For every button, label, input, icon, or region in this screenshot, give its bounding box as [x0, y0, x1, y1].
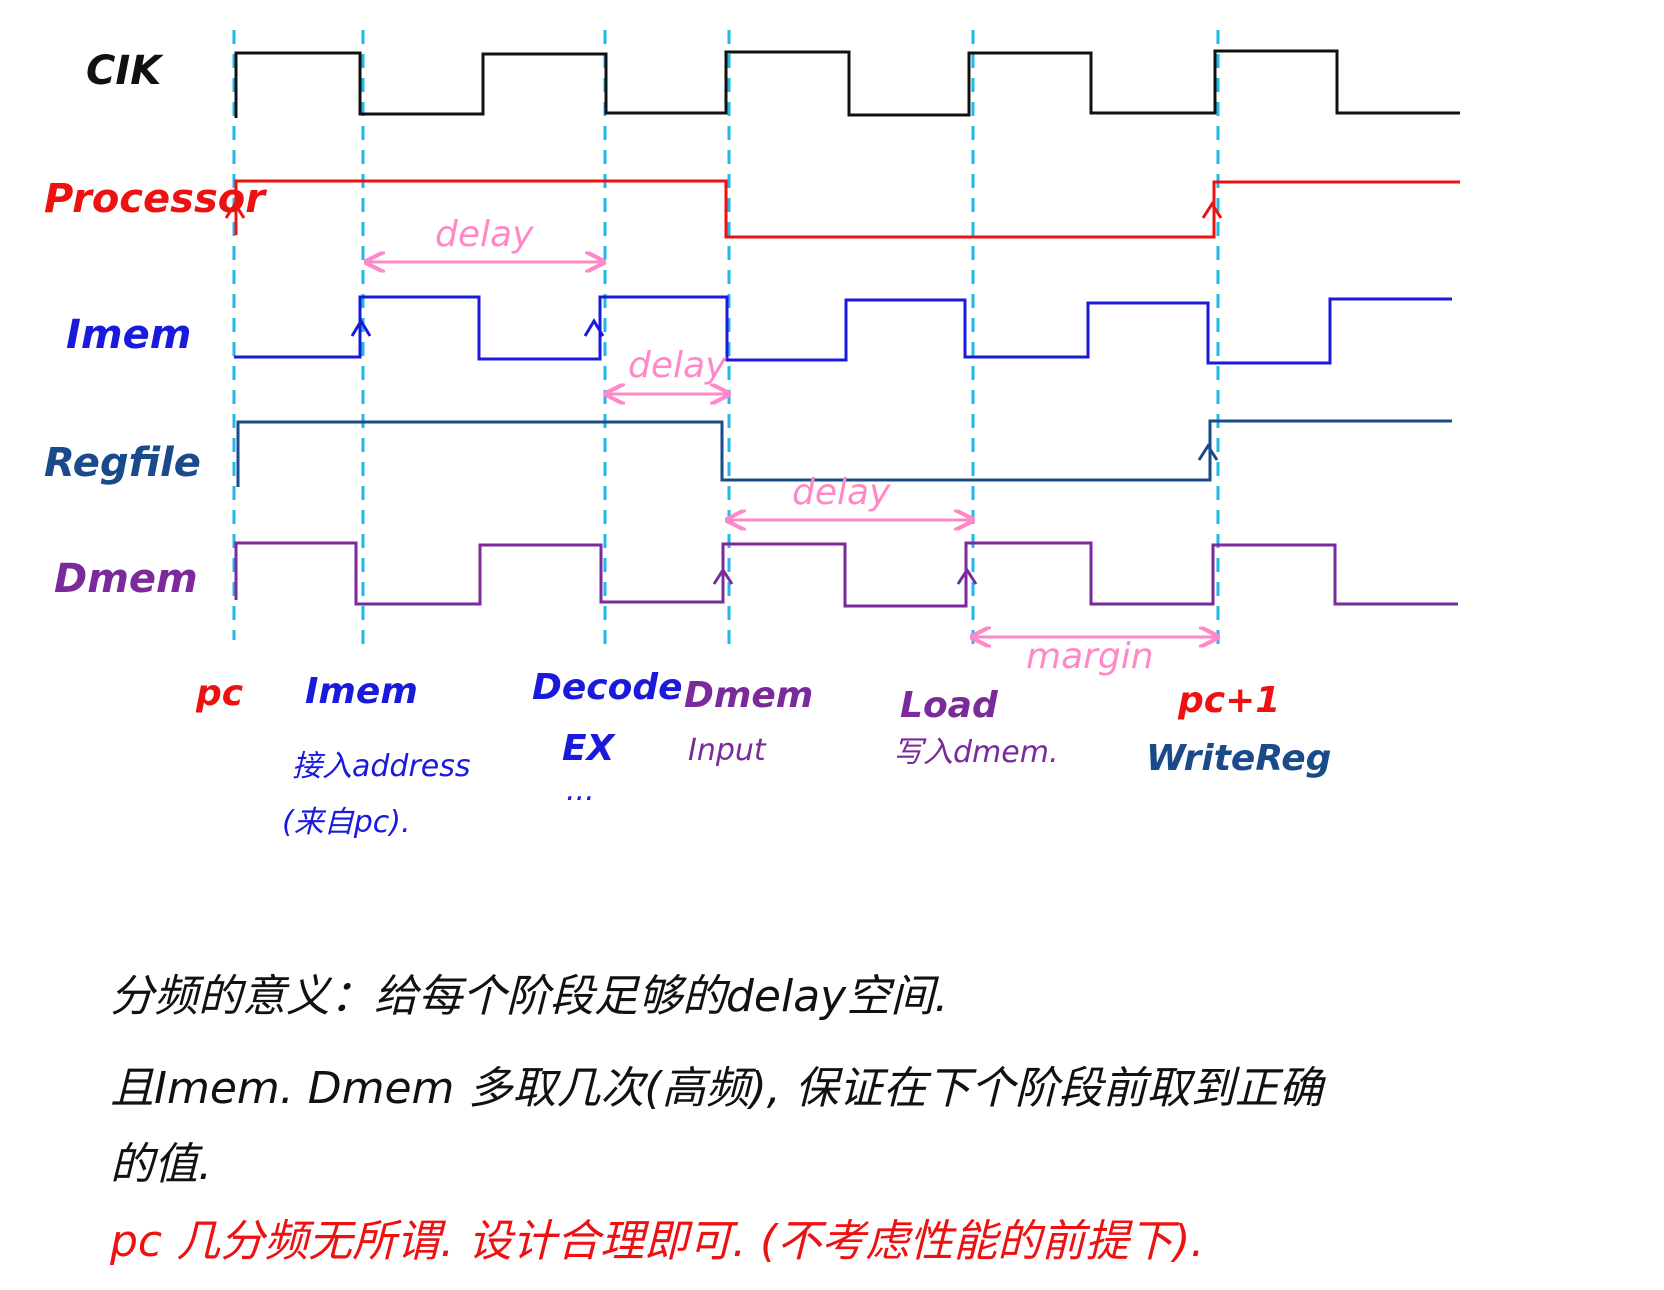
signal-label-regfile: Regfile [44, 440, 201, 486]
dmem-edge-arrow-1 [712, 567, 734, 585]
phase-decode-note-1: EX [562, 728, 617, 769]
margin-label: margin [1026, 636, 1154, 677]
delay-label-1: delay [435, 214, 534, 255]
imem-edge-arrow-1 [350, 318, 372, 337]
processor-edge-arrow-2 [1201, 201, 1223, 219]
guide-lines [232, 30, 1220, 650]
phase-imem-note-1: 接入address [292, 749, 471, 784]
dmem-waveform [234, 541, 1458, 608]
regfile-waveform [236, 419, 1452, 487]
imem-waveform [234, 295, 1452, 365]
note-line-4: pc 几分频无所谓. 设计合理即可. (不考虑性能的前提下). [110, 1216, 1205, 1267]
phase-imem-title: Imem [305, 671, 418, 712]
phase-pc-title: pc [195, 673, 243, 714]
phase-dmem-title: Dmem [684, 675, 813, 716]
phase-load-note-1: 写入dmem. [893, 735, 1058, 770]
phase-pc1-title: pc+1 [1177, 680, 1280, 721]
signal-label-imem: Imem [66, 312, 191, 358]
phase-load-title: Load [900, 685, 999, 726]
regfile-edge-arrow [1197, 443, 1219, 461]
signal-label-clk: CIK [86, 48, 164, 94]
note-line-2: 且Imem. Dmem 多取几次(高频), 保证在下个阶段前取到正确 [110, 1063, 1323, 1114]
note-line-1: 分频的意义：给每个阶段足够的delay空间. [110, 971, 949, 1022]
imem-edge-arrow-2 [583, 318, 605, 337]
signal-label-processor: Processor [44, 176, 267, 222]
processor-edge-arrow-1 [224, 201, 246, 219]
clk-waveform [234, 49, 1460, 118]
processor-waveform [234, 179, 1460, 239]
phase-decode-title: Decode [532, 667, 683, 708]
delay-label-2: delay [628, 345, 727, 386]
dmem-edge-arrow-2 [956, 567, 978, 585]
phase-pc1-note-1: WriteReg [1146, 738, 1331, 779]
phase-imem-note-2: (来自pc). [282, 805, 410, 840]
phase-dmem-note-1: Input [688, 733, 767, 768]
signal-label-dmem: Dmem [54, 556, 198, 602]
delay-label-3: delay [792, 472, 891, 513]
phase-decode-note-2: ... [566, 773, 595, 808]
note-line-3: 的值. [110, 1139, 212, 1190]
